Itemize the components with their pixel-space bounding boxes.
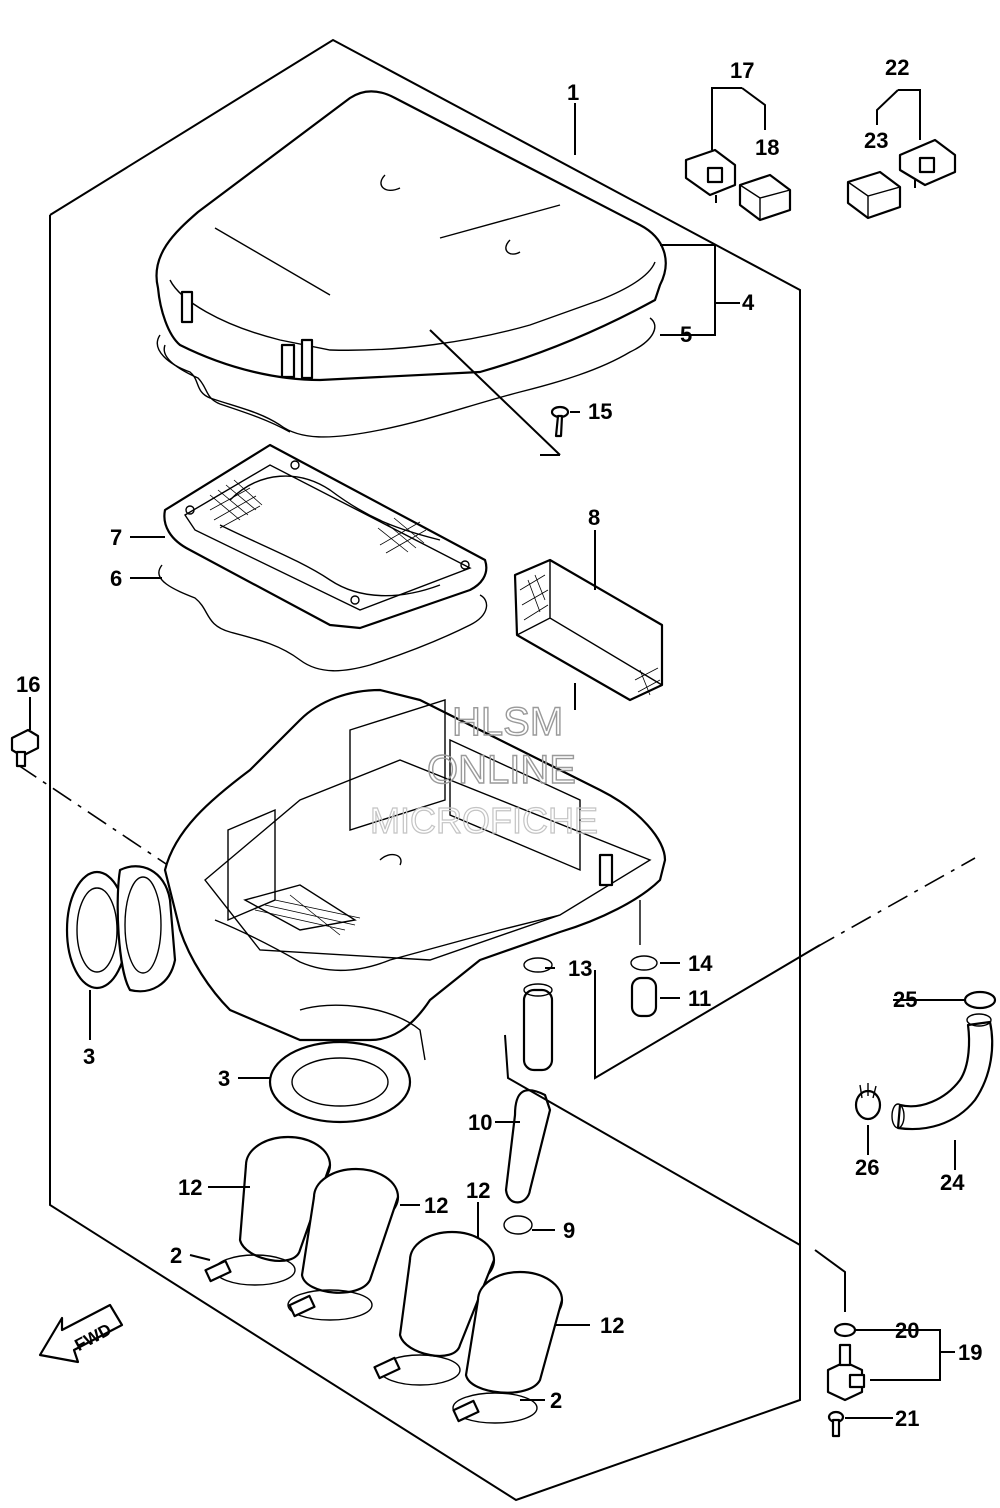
callout-19: 19 [958,1340,982,1365]
upper-case-part [155,90,667,382]
callout-16: 16 [16,672,40,697]
callout-26: 26 [855,1155,879,1180]
callout-9: 9 [563,1218,575,1243]
mesh-filter-part [513,558,664,702]
callout-13: 13 [568,956,592,981]
callout-17: 17 [730,58,754,83]
o-ring-20-part [833,1322,857,1338]
callout-22: 22 [885,55,909,80]
cap-23-part [846,170,902,220]
callout-2-left: 2 [170,1243,182,1268]
intake-duct-part [65,865,426,1124]
assembly-outline [49,38,801,1502]
callout-3-front: 3 [218,1066,230,1091]
callout-18: 18 [755,135,779,160]
callout-12-c: 12 [424,1193,448,1218]
callout-6: 6 [110,566,122,591]
lower-case-part [163,688,667,1042]
callout-labels: 1 17 18 22 23 4 5 15 8 7 6 16 13 14 11 2… [16,55,982,1431]
callout-2-right: 2 [550,1388,562,1413]
air-filter-element-part [163,443,488,630]
screw-15-part [550,405,570,438]
fwd-arrow: FWD [38,1303,124,1364]
callout-12-a: 12 [178,1175,202,1200]
callout-21: 21 [895,1406,919,1431]
callout-5: 5 [680,322,692,347]
connector-22-part [898,138,957,188]
callout-3-left: 3 [83,1044,95,1069]
cap-gasket-part [156,317,656,438]
callout-12-b: 12 [466,1178,490,1203]
reference-line [814,857,976,949]
callout-23: 23 [864,128,888,153]
intake-boots-part [204,1135,564,1424]
leader-lines [29,87,965,1419]
callout-11: 11 [688,986,711,1011]
clamp-26-part [854,1083,882,1121]
breather-hose-part [503,957,554,1235]
bolt-16-part [10,728,40,768]
watermark: HLSM ONLINE MICROFICHE [369,699,598,841]
callout-15: 15 [588,399,612,424]
callout-8: 8 [588,505,600,530]
cap-18-part [738,173,792,222]
callout-20: 20 [895,1318,919,1343]
cap-11-part [630,955,658,1018]
watermark-line1: HLSM [452,700,563,744]
connector-17-part [684,148,737,203]
screw-21-part [827,1410,845,1438]
callout-1: 1 [567,80,579,105]
ring-25-part [963,990,997,1010]
callout-4: 4 [742,290,755,315]
callout-25: 25 [893,987,917,1012]
sensor-19-part [826,1343,866,1402]
watermark-line2: ONLINE [427,748,576,792]
callout-10: 10 [468,1110,492,1135]
hose-24-part [891,1013,994,1131]
watermark-line3: MICROFICHE [370,800,598,841]
callout-14: 14 [688,951,713,976]
element-gasket-part [158,564,488,672]
callout-12-d: 12 [600,1313,624,1338]
callout-7: 7 [110,525,122,550]
callout-24: 24 [940,1170,965,1195]
